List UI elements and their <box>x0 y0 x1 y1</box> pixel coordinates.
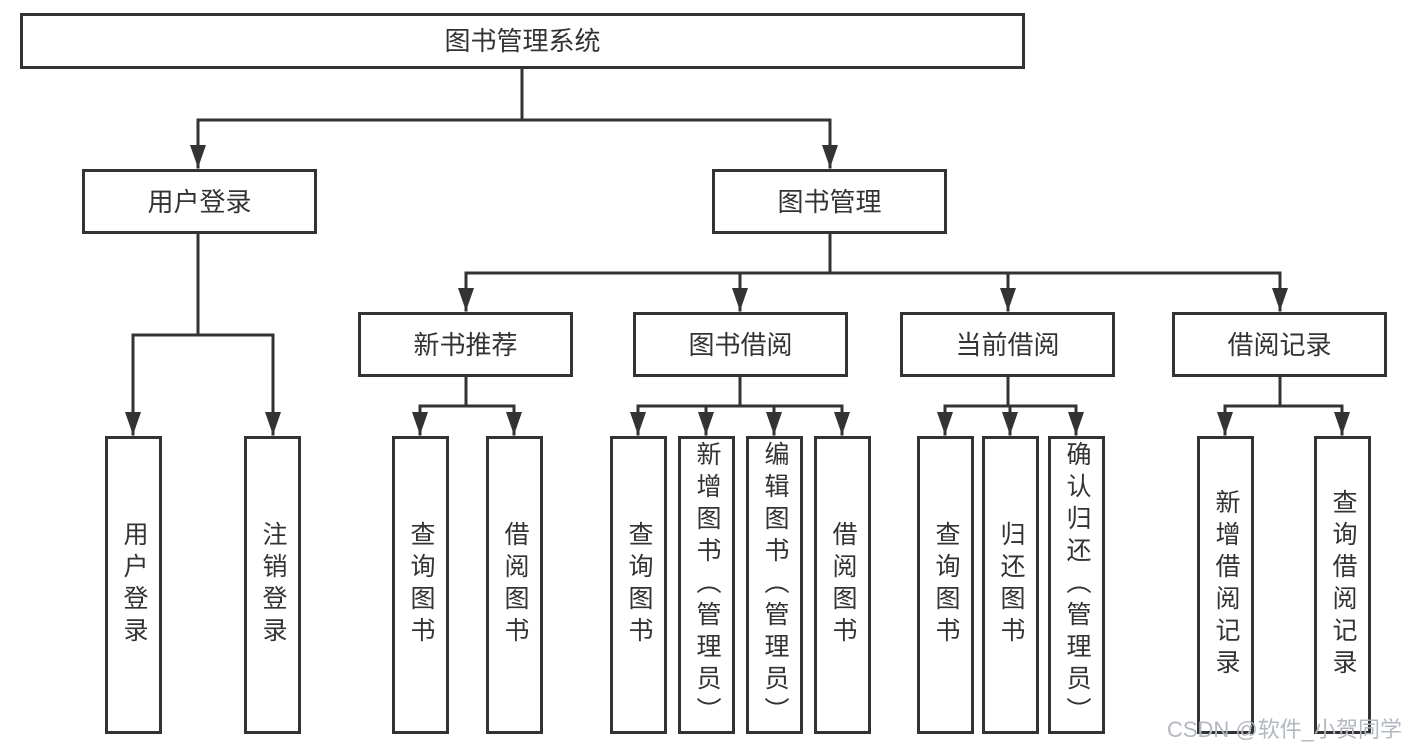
edge-book-management-trunk <box>464 232 1282 275</box>
leaf-borrow-books-label: 借阅图书 <box>829 521 857 649</box>
node-new-book-recommend-label: 新书推荐 <box>413 329 518 360</box>
leaf-add-book-admin-label: 新增图书（管理员） <box>693 441 721 729</box>
node-current-borrow: 当前借阅 <box>900 312 1115 377</box>
node-user-login-label: 用户登录 <box>147 186 252 217</box>
leaf-return-book: 归还图书 <box>982 436 1039 734</box>
leaf-query-books-borrow-label: 查询图书 <box>625 521 653 649</box>
node-borrow-records-label: 借阅记录 <box>1227 329 1332 360</box>
leaf-return-book-label: 归还图书 <box>997 521 1025 649</box>
leaf-edit-book-admin-label: 编辑图书（管理员） <box>761 441 789 729</box>
edge-current-borrow-trunk <box>943 375 1078 408</box>
leaf-confirm-return-admin: 确认归还（管理员） <box>1048 436 1105 734</box>
node-root: 图书管理系统 <box>20 13 1025 69</box>
leaf-user-login-label: 用户登录 <box>120 521 148 649</box>
leaf-add-borrow-record-label: 新增借阅记录 <box>1212 489 1240 681</box>
node-book-borrow: 图书借阅 <box>633 312 848 377</box>
leaf-query-books-recommend: 查询图书 <box>392 436 449 734</box>
leaf-borrow-books-recommend-label: 借阅图书 <box>501 521 529 649</box>
edge-book-borrow-trunk <box>636 375 844 408</box>
leaf-add-book-admin: 新增图书（管理员） <box>678 436 735 734</box>
leaf-borrow-books-recommend: 借阅图书 <box>486 436 543 734</box>
leaf-query-books-current-label: 查询图书 <box>932 521 960 649</box>
leaf-logout-label: 注销登录 <box>259 521 287 649</box>
node-borrow-records: 借阅记录 <box>1172 312 1387 377</box>
node-book-management-label: 图书管理 <box>777 186 882 217</box>
leaf-query-books-borrow: 查询图书 <box>610 436 667 734</box>
node-user-login: 用户登录 <box>82 169 317 234</box>
leaf-confirm-return-admin-label: 确认归还（管理员） <box>1063 441 1091 729</box>
leaf-logout: 注销登录 <box>244 436 301 734</box>
leaf-query-borrow-record-label: 查询借阅记录 <box>1329 489 1357 681</box>
leaf-query-books-current: 查询图书 <box>917 436 974 734</box>
node-current-borrow-label: 当前借阅 <box>955 329 1060 360</box>
leaf-query-books-recommend-label: 查询图书 <box>407 521 435 649</box>
edge-borrow-records-trunk <box>1223 375 1344 408</box>
edge-new-book-trunk <box>418 375 516 408</box>
node-book-borrow-label: 图书借阅 <box>688 329 793 360</box>
edge-root-trunk <box>196 67 832 122</box>
node-root-label: 图书管理系统 <box>444 26 601 56</box>
node-new-book-recommend: 新书推荐 <box>358 312 573 377</box>
leaf-query-borrow-record: 查询借阅记录 <box>1314 436 1371 734</box>
leaf-borrow-books: 借阅图书 <box>814 436 871 734</box>
leaf-user-login: 用户登录 <box>105 436 162 734</box>
leaf-add-borrow-record: 新增借阅记录 <box>1197 436 1254 734</box>
csdn-watermark: CSDN @软件_小贺同学 <box>1166 717 1402 742</box>
edge-user-login-trunk <box>131 232 275 337</box>
node-book-management: 图书管理 <box>712 169 947 234</box>
leaf-edit-book-admin: 编辑图书（管理员） <box>746 436 803 734</box>
